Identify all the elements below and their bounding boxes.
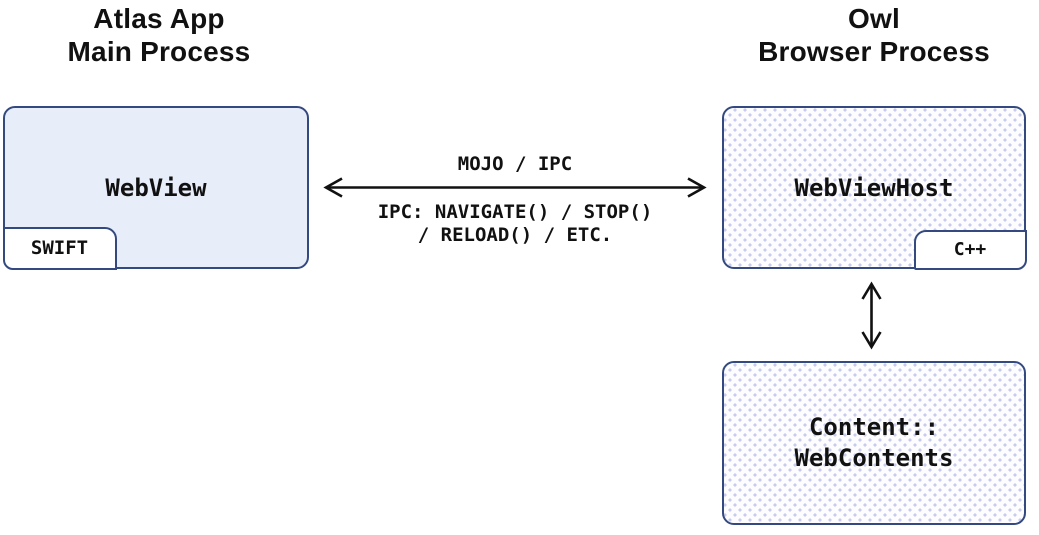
webview-node: WebView SWIFT (2, 106, 309, 270)
webviewhost-node: WebViewHost C++ (722, 106, 1027, 270)
title-line: Browser Process (758, 36, 990, 67)
webcontents-label-line: Content:: (808, 413, 940, 441)
title-line: Atlas App (93, 3, 225, 34)
ipc-methods-label-line: IPC: NAVIGATE() / STOP() (377, 201, 653, 223)
ipc-methods-label-line: / RELOAD() / ETC. (417, 224, 613, 246)
owl-browser-process-title: Owl Browser Process (718, 2, 1030, 68)
ipc-methods-label: IPC: NAVIGATE() / STOP() / RELOAD() / ET… (322, 201, 708, 247)
mojo-ipc-label: MOJO / IPC (457, 153, 573, 175)
swift-language-tag-label: SWIFT (30, 237, 89, 259)
webcontents-node-label: Content:: WebContents (795, 412, 954, 474)
atlas-main-process-title: Atlas App Main Process (0, 2, 318, 68)
cpp-language-tag-label: C++ (953, 239, 987, 260)
cpp-language-tag: C++ (913, 229, 1027, 270)
webview-node-label: WebView (105, 173, 207, 202)
webcontents-label-line: WebContents (794, 444, 954, 472)
title-line: Owl (848, 3, 900, 34)
ipc-double-arrow (323, 177, 707, 198)
title-line: Main Process (67, 36, 251, 67)
webcontents-node: Content:: WebContents (722, 361, 1026, 525)
swift-language-tag: SWIFT (2, 226, 117, 270)
webviewhost-node-label: WebViewHost (794, 173, 954, 202)
host-contents-double-arrow (861, 281, 882, 350)
